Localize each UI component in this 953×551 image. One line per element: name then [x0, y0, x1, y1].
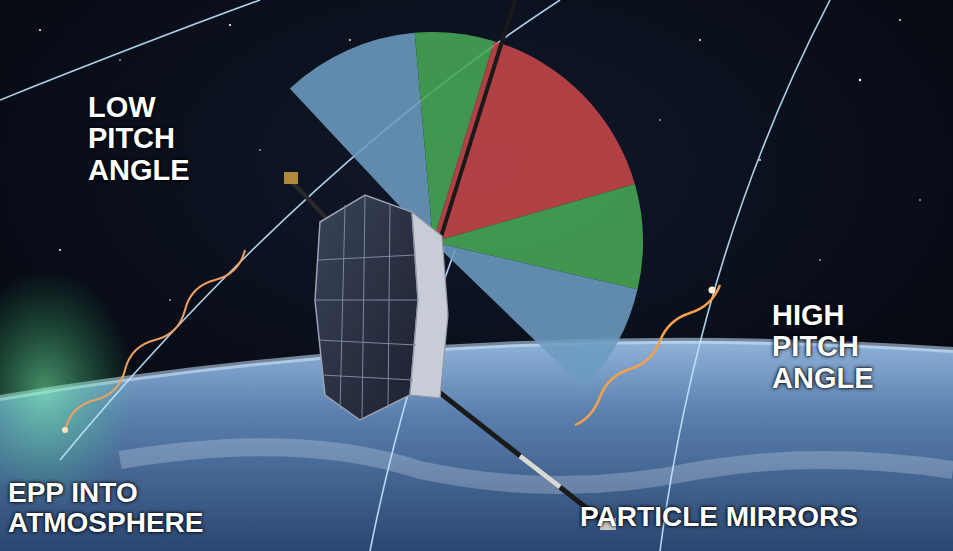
star: [39, 29, 41, 31]
grid-line: [318, 340, 416, 345]
star: [819, 259, 821, 261]
star: [759, 159, 761, 161]
field-line: [0, 0, 260, 100]
satellite-body-side: [410, 212, 448, 398]
grid-line: [322, 375, 413, 380]
fan-sector-blue: [433, 242, 638, 388]
grid-line: [340, 205, 345, 410]
grid-line: [388, 204, 390, 408]
star: [259, 149, 261, 151]
grid-line: [318, 255, 415, 260]
annotation-label: PARTICLE MIRRORS: [580, 502, 858, 532]
star: [119, 59, 121, 61]
annotation-label: LOW PITCH ANGLE: [88, 92, 218, 186]
particle: [62, 427, 68, 433]
precipitating-particle-path: [65, 250, 245, 430]
star: [699, 39, 701, 41]
star: [169, 299, 171, 301]
particle: [709, 287, 716, 294]
sensor-boom: [292, 182, 330, 222]
field-line: [660, 0, 830, 551]
boom-joint: [520, 456, 560, 487]
annotation-label: EPP INTO ATMOSPHERE: [8, 478, 223, 538]
solar-cell-grid: [316, 196, 418, 418]
star: [59, 249, 61, 251]
grid-line: [316, 300, 418, 301]
magnetic-field-lines: [0, 0, 830, 551]
star: [229, 24, 231, 26]
sensor-head: [284, 172, 298, 184]
star: [919, 199, 921, 201]
star: [899, 19, 901, 21]
grid-line: [362, 196, 365, 418]
star: [859, 79, 861, 81]
antenna-boom: [440, 0, 515, 240]
satellite: [284, 0, 616, 530]
annotation-label: HIGH PITCH ANGLE: [772, 300, 902, 394]
star: [659, 119, 661, 121]
satellite-body-front: [315, 195, 418, 420]
mirroring-particle-path: [575, 285, 720, 425]
star: [349, 39, 351, 41]
